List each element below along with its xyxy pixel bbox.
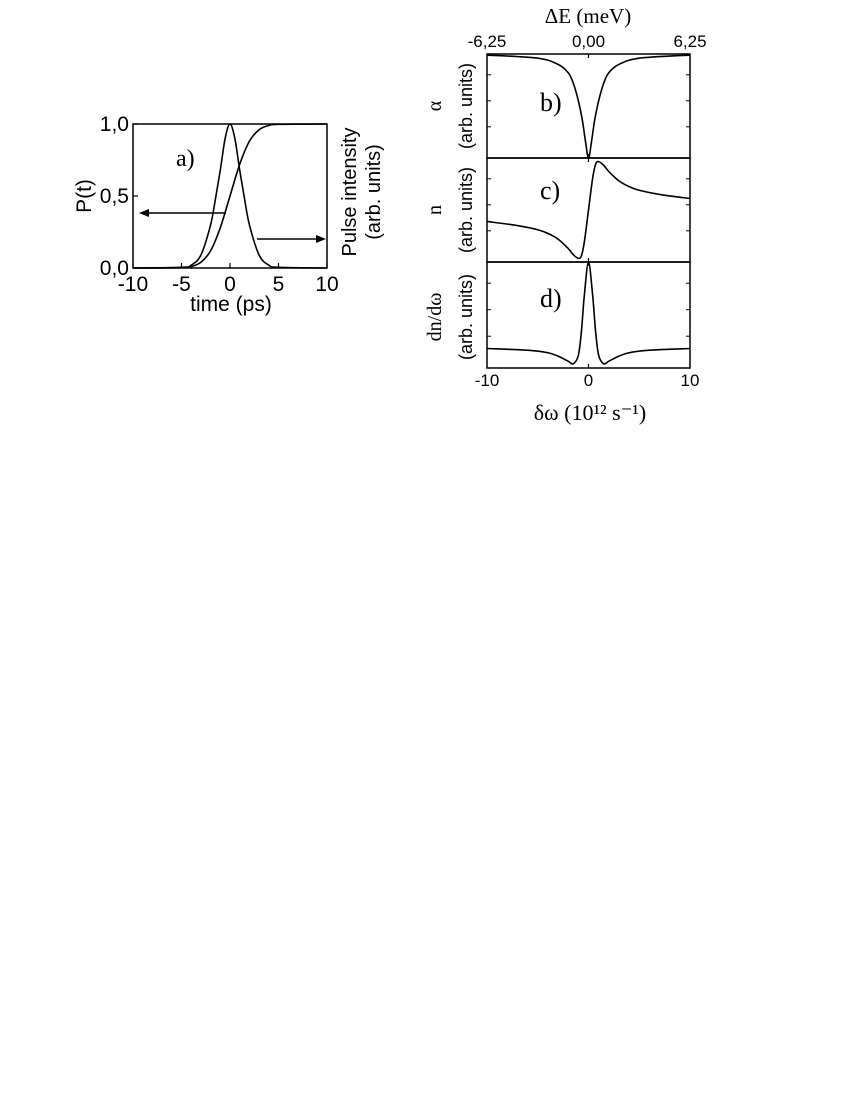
panel-label: b) (540, 88, 562, 117)
left-arrow-head (139, 209, 149, 217)
series-line (486, 160, 691, 260)
y-axis-label-right-line2: (arb. units) (363, 144, 385, 240)
y-tick-label: 1,0 (100, 113, 129, 136)
top-tick-label: 6,25 (673, 32, 706, 51)
x-tick-label: 0 (224, 273, 236, 296)
series-line-pt (132, 123, 328, 269)
top-tick-label: -6,25 (468, 32, 507, 51)
y-tick-label: 0,5 (100, 185, 129, 208)
y-axis-symbol: n (424, 205, 446, 215)
panel-label: c) (540, 176, 560, 205)
panel-label: d) (540, 284, 562, 313)
x-tick-label: 10 (681, 371, 700, 390)
y-axis-symbol: dn/dω (424, 293, 446, 342)
y-axis-label-right-line1: Pulse intensity (339, 128, 361, 257)
x-tick-label: -5 (172, 273, 191, 296)
plot-frame (486, 53, 691, 159)
panel-a: a) time (ps) P(t) Pulse intensity (arb. … (73, 113, 385, 316)
x-tick-label: 0 (584, 371, 593, 390)
x-axis-label: δω (10¹² s⁻¹) (534, 400, 646, 425)
y-tick-label: 0,0 (100, 257, 129, 280)
right-arrow-head (316, 235, 326, 243)
series-line (486, 261, 691, 365)
panel-b: b) α (arb. units) ΔE (meV) -6,25 0,00 6,25 (424, 4, 707, 159)
y-axis-units: (arb. units) (456, 167, 476, 253)
panel-c: c) n (arb. units) (424, 157, 691, 263)
panel-d: d) dn/dω (arb. units) δω (10¹² s⁻¹) -10 0… (424, 261, 700, 425)
panel-label: a) (176, 146, 195, 172)
y-axis-units: (arb. units) (456, 63, 476, 149)
series-line (486, 54, 691, 159)
series-line-pulse (132, 123, 328, 269)
plot-frame (486, 261, 691, 369)
y-axis-label-left: P(t) (73, 179, 96, 213)
x-tick-label: 10 (315, 273, 338, 296)
x-tick-label: -10 (475, 371, 500, 390)
y-axis-symbol: α (424, 100, 446, 111)
y-axis-units: (arb. units) (456, 274, 476, 360)
top-tick-label: 0,00 (572, 32, 605, 51)
x-tick-label: -10 (118, 273, 148, 296)
x-axis-label: time (ps) (190, 293, 272, 316)
x-tick-label: 5 (273, 273, 285, 296)
top-axis-label: ΔE (meV) (545, 4, 631, 28)
